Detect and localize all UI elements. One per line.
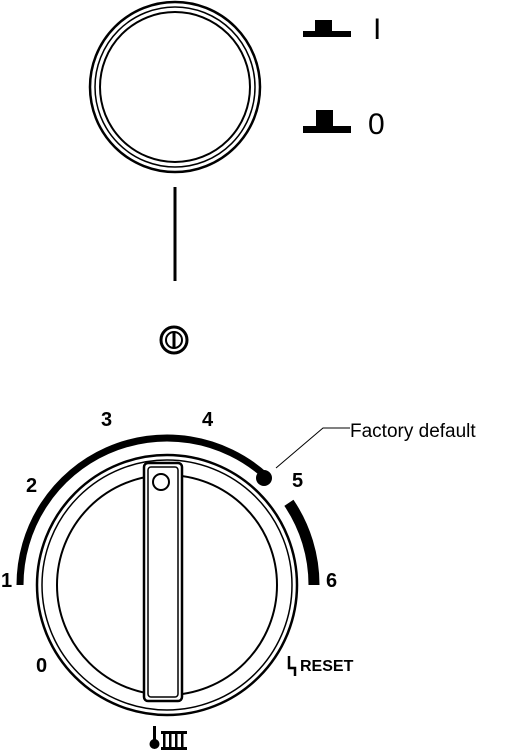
- factory-default-label: Factory default: [350, 421, 476, 442]
- scale-arc-high: [284, 499, 320, 586]
- scale-number-0: 0: [36, 655, 47, 677]
- scale-number-1: 1: [1, 570, 12, 592]
- switch-on-symbol: I: [373, 13, 381, 46]
- lightning-icon: [287, 656, 297, 676]
- thermometer-radiator-icon: [149, 726, 187, 750]
- dial-indicator-dot: [152, 473, 170, 491]
- scale-arc-low: [16, 434, 268, 586]
- switch-off-symbol: 0: [368, 108, 385, 141]
- power-switch-button[interactable]: [88, 0, 262, 174]
- reset-label: RESET: [300, 658, 354, 675]
- factory-default-dot: [256, 470, 272, 486]
- scale-number-6: 6: [326, 570, 337, 592]
- button-raised-icon: [303, 20, 351, 37]
- scale-number-3: 3: [101, 409, 112, 431]
- temperature-dial-knob[interactable]: [35, 453, 299, 717]
- button-pressed-icon: [303, 110, 351, 133]
- scale-number-2: 2: [26, 475, 37, 497]
- scale-number-4: 4: [202, 409, 214, 431]
- factory-default-leader: [275, 427, 350, 469]
- scale-number-5: 5: [292, 470, 303, 492]
- power-symbol-icon: [159, 325, 189, 355]
